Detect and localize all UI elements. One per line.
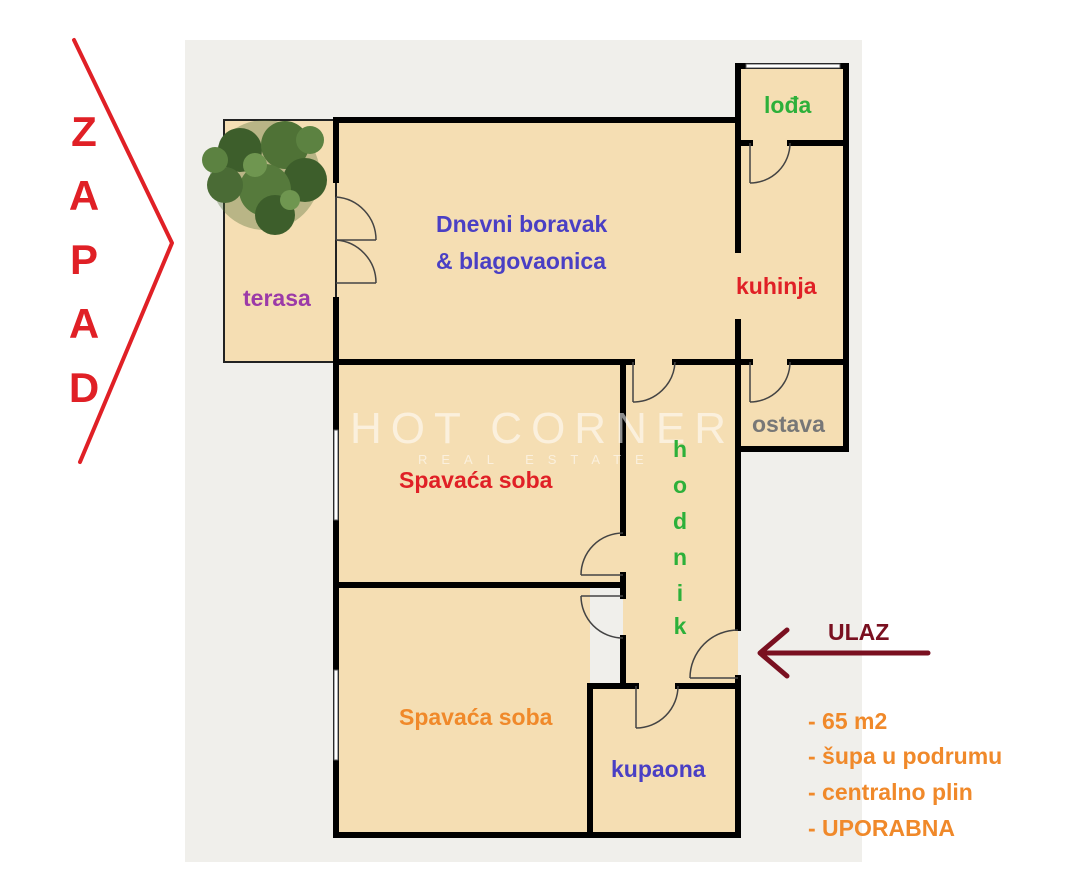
entrance-label: ULAZ: [828, 619, 890, 645]
hall-floor: [623, 362, 738, 686]
windows: [334, 64, 840, 760]
terrace-outline: [223, 119, 337, 363]
kitchen-floor: [738, 143, 846, 362]
note-basement-shed: - šupa u podrumu: [808, 743, 1003, 769]
hall-letter-k: k: [673, 613, 687, 639]
terrace-label: terasa: [243, 285, 311, 311]
loggia-floor: [738, 66, 846, 143]
watermark-subtitle: REAL ESTATE: [418, 452, 658, 467]
hall-letter-h: h: [672, 436, 688, 462]
bathroom-floor: [590, 686, 738, 835]
hall-letter-d: d: [672, 508, 688, 534]
west-letter-p: P: [69, 236, 98, 283]
hall-letter-i: i: [676, 580, 684, 606]
note-heating: - centralno plin: [808, 779, 973, 805]
west-letter-z: Z: [71, 108, 97, 155]
window-frames: [333, 63, 841, 761]
watermark-logo: HOT CORNER: [350, 404, 735, 453]
plant-icon: [202, 120, 327, 235]
west-chevron-icon: [72, 38, 174, 464]
bedroom1-floor: [336, 362, 623, 585]
west-letter-d: D: [68, 364, 100, 411]
bedroom2-label: Spavaća soba: [399, 704, 553, 730]
storage-label: ostava: [752, 411, 825, 437]
living-label-line1: Dnevni boravak: [436, 211, 608, 237]
walls: [333, 63, 849, 838]
floor-areas: [224, 66, 846, 835]
door-swing-icon: [335, 142, 791, 729]
living-floor: [336, 120, 738, 362]
west-letter-a2: A: [68, 300, 100, 347]
loggia-label: lođa: [764, 92, 812, 118]
living-label-line2: & blagovaonica: [436, 248, 606, 274]
kitchen-label: kuhinja: [736, 273, 817, 299]
bedroom2-floor: [336, 585, 590, 835]
bedroom1-label: Spavaća soba: [399, 467, 553, 493]
entrance-arrow-icon: [757, 627, 931, 679]
note-area: - 65 m2: [808, 708, 888, 734]
note-usage-permit: - UPORABNA: [808, 815, 955, 841]
hall-letter-o: o: [672, 472, 688, 498]
west-letter-a1: A: [68, 172, 100, 219]
bathroom-label: kupaona: [611, 756, 706, 782]
storage-floor: [738, 362, 846, 449]
hall-letter-n: n: [672, 544, 688, 570]
